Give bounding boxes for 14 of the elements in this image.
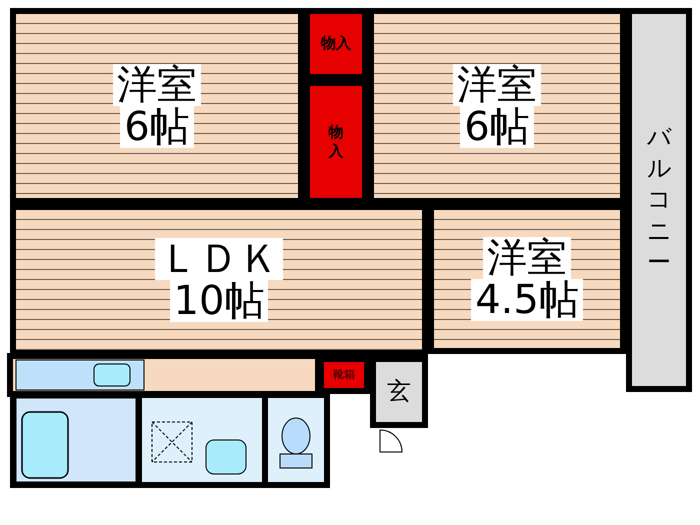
room-label: 10帖	[170, 280, 268, 322]
room-label: 洋室	[483, 237, 571, 279]
room-label: 4.5帖	[471, 279, 583, 321]
room-label: 物入	[327, 122, 344, 162]
room-label: 玄	[386, 379, 412, 405]
room-label: 物入	[320, 36, 352, 52]
room-label: 洋室	[113, 64, 201, 106]
room-label: バルコニー	[646, 122, 673, 278]
floor-area	[626, 8, 692, 392]
room-label: 靴箱	[332, 369, 356, 381]
room-label: 6帖	[460, 106, 534, 148]
room-label: 6帖	[120, 106, 194, 148]
room-label: 洋室	[453, 64, 541, 106]
room-label: ＬＤＫ	[155, 238, 283, 280]
